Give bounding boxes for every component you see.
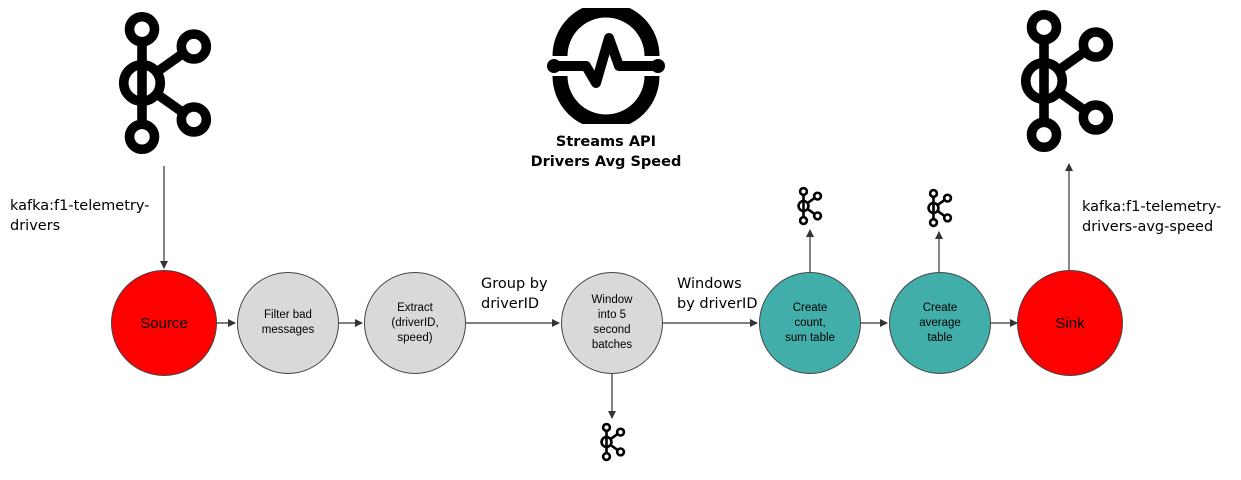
extract-node: Extract (driverID, speed) — [364, 272, 466, 374]
sink-node-label: Sink — [1055, 314, 1085, 332]
windows-by-label: Windows by driverID — [677, 276, 758, 312]
streams-api-logo-icon — [547, 8, 665, 124]
average-node: Create average table — [889, 272, 991, 374]
output-topic-label: kafka:f1-telemetry- drivers-avg-speed — [1082, 199, 1222, 235]
extract-node-label: Extract (driverID, speed) — [391, 301, 439, 344]
average-node-label: Create average table — [919, 301, 961, 344]
window-node: Window into 5 second batches — [561, 272, 663, 374]
filter-node: Filter bad messages — [237, 272, 339, 374]
sink-node: Sink — [1017, 270, 1123, 376]
source-node: Source — [111, 270, 217, 376]
window-node-label: Window into 5 second batches — [591, 294, 633, 351]
count-sum-node: Create count, sum table — [759, 272, 861, 374]
source-node-label: Source — [140, 314, 188, 332]
filter-node-label: Filter bad messages — [261, 309, 315, 336]
input-topic-label: kafka:f1-telemetry- drivers — [10, 198, 150, 234]
group-by-label: Group by driverID — [481, 276, 548, 312]
count-sum-node-label: Create count, sum table — [785, 301, 835, 344]
diagram-title: Streams API Drivers Avg Speed — [530, 134, 682, 170]
